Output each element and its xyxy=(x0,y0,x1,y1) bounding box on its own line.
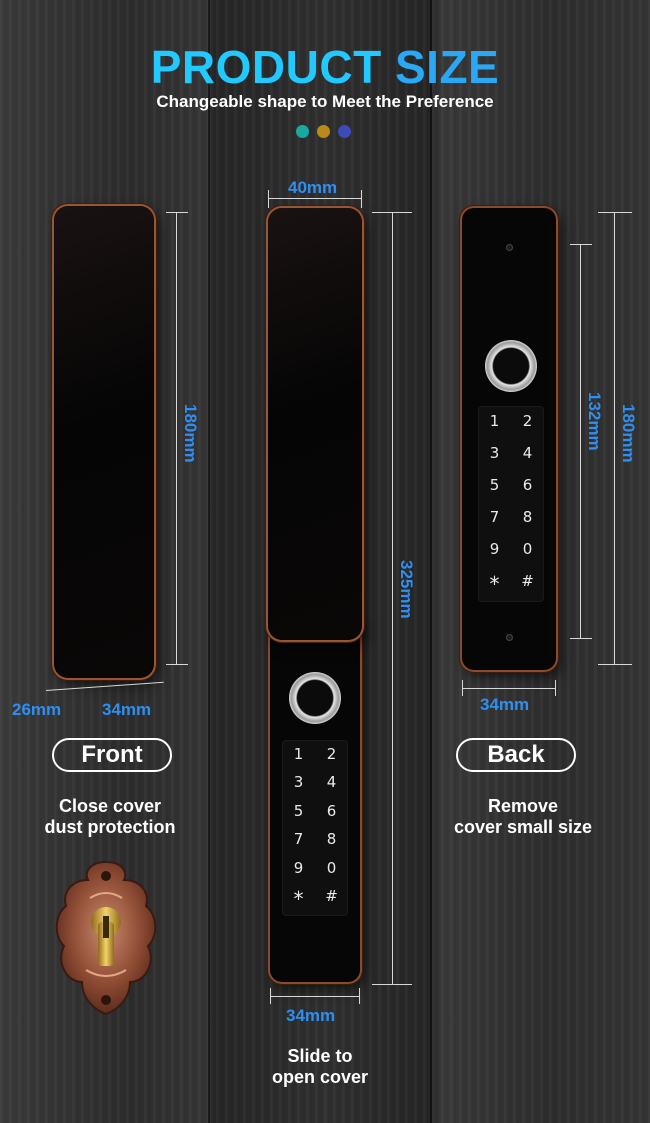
keypad-key: 6 xyxy=(522,476,533,495)
keypad-key: 2 xyxy=(522,412,533,431)
plank-divider xyxy=(430,0,432,1123)
dimension-tick xyxy=(359,988,360,1004)
back-height-dimension xyxy=(614,212,615,664)
back-keypad-height-label: 132mm xyxy=(585,392,604,451)
keypad-key: 5 xyxy=(293,801,304,820)
back-keypad: 1 2 3 4 5 6 7 8 9 0 * # xyxy=(478,406,544,602)
color-dot-blue xyxy=(338,125,351,138)
color-options xyxy=(296,125,351,138)
title-word-product: PRODUCT xyxy=(150,41,382,93)
keypad-key: 7 xyxy=(489,507,500,526)
keypad-key: 1 xyxy=(489,412,500,431)
keypad-key: # xyxy=(325,887,338,906)
middle-caption-line1: Slide to xyxy=(287,1046,353,1066)
title-word-size: SIZE xyxy=(394,41,500,93)
back-caption: Remove cover small size xyxy=(428,796,618,838)
plank-divider xyxy=(208,0,210,1123)
keypad-key: 9 xyxy=(293,858,304,877)
screw-icon xyxy=(506,244,513,251)
middle-top-width-dimension xyxy=(268,198,362,199)
front-height-label: 180mm xyxy=(181,404,200,463)
cylinder-escutcheon-icon xyxy=(55,860,157,1016)
keypad-key: 2 xyxy=(326,744,337,763)
dimension-tick xyxy=(166,664,188,665)
keypad-key: * xyxy=(293,887,304,912)
middle-caption: Slide to open cover xyxy=(235,1046,405,1088)
keypad-key: 9 xyxy=(489,539,500,558)
dimension-tick xyxy=(555,680,556,696)
dimension-tick xyxy=(166,212,188,213)
back-height-label: 180mm xyxy=(619,404,638,463)
middle-bottom-width-label: 34mm xyxy=(286,1006,336,1025)
back-view-label: Back xyxy=(456,738,576,772)
back-fingerprint-sensor-icon xyxy=(485,340,537,392)
color-dot-gold xyxy=(317,125,330,138)
keypad-key: 7 xyxy=(293,830,304,849)
middle-keypad: 1 2 3 4 5 6 7 8 9 0 * # xyxy=(282,740,348,916)
back-keypad-height-dimension xyxy=(580,244,581,638)
page-title: PRODUCT SIZE xyxy=(0,40,650,94)
dimension-tick xyxy=(462,680,463,696)
middle-bottom-width-dimension xyxy=(270,996,360,997)
keypad-key: 4 xyxy=(326,773,337,792)
keypad-key: 1 xyxy=(293,744,304,763)
middle-height-dimension xyxy=(392,212,393,984)
keypad-key: 5 xyxy=(489,476,500,495)
color-dot-teal xyxy=(296,125,309,138)
middle-height-label: 325mm xyxy=(397,560,416,619)
front-width-label: 34mm xyxy=(102,700,152,719)
dimension-tick xyxy=(372,984,412,985)
front-caption-line2: dust protection xyxy=(44,817,176,837)
middle-top-width-label: 40mm xyxy=(288,178,338,197)
keypad-key: 3 xyxy=(293,773,304,792)
dimension-tick xyxy=(570,638,592,639)
back-caption-line1: Remove xyxy=(487,796,559,816)
keypad-key: 3 xyxy=(489,444,500,463)
back-caption-line2: cover small size xyxy=(453,817,593,837)
middle-lock-sliding-cover xyxy=(268,208,362,640)
keypad-key: 8 xyxy=(522,507,533,526)
dimension-tick xyxy=(598,212,632,213)
dimension-tick xyxy=(270,988,271,1004)
front-caption: Close cover dust protection xyxy=(20,796,200,838)
keypad-key: 6 xyxy=(326,801,337,820)
keypad-key: * xyxy=(489,571,500,596)
back-width-dimension xyxy=(462,688,556,689)
dimension-tick xyxy=(570,244,592,245)
middle-fingerprint-sensor-icon xyxy=(289,672,341,724)
screw-icon xyxy=(506,634,513,641)
front-lock-cover xyxy=(54,206,154,678)
keypad-key: 4 xyxy=(522,444,533,463)
dimension-tick xyxy=(361,190,362,208)
middle-caption-line2: open cover xyxy=(271,1067,369,1087)
back-width-label: 34mm xyxy=(480,695,530,714)
keypad-key: 0 xyxy=(522,539,533,558)
keypad-key: # xyxy=(521,571,534,590)
front-height-dimension xyxy=(176,212,177,664)
keypad-key: 0 xyxy=(326,858,337,877)
front-caption-line1: Close cover xyxy=(58,796,162,816)
dimension-tick xyxy=(372,212,412,213)
front-depth-label: 26mm xyxy=(12,700,62,719)
page-subtitle: Changeable shape to Meet the Preference xyxy=(156,92,494,111)
front-view-label: Front xyxy=(52,738,172,772)
dimension-tick xyxy=(268,190,269,208)
dimension-tick xyxy=(598,664,632,665)
keypad-key: 8 xyxy=(326,830,337,849)
